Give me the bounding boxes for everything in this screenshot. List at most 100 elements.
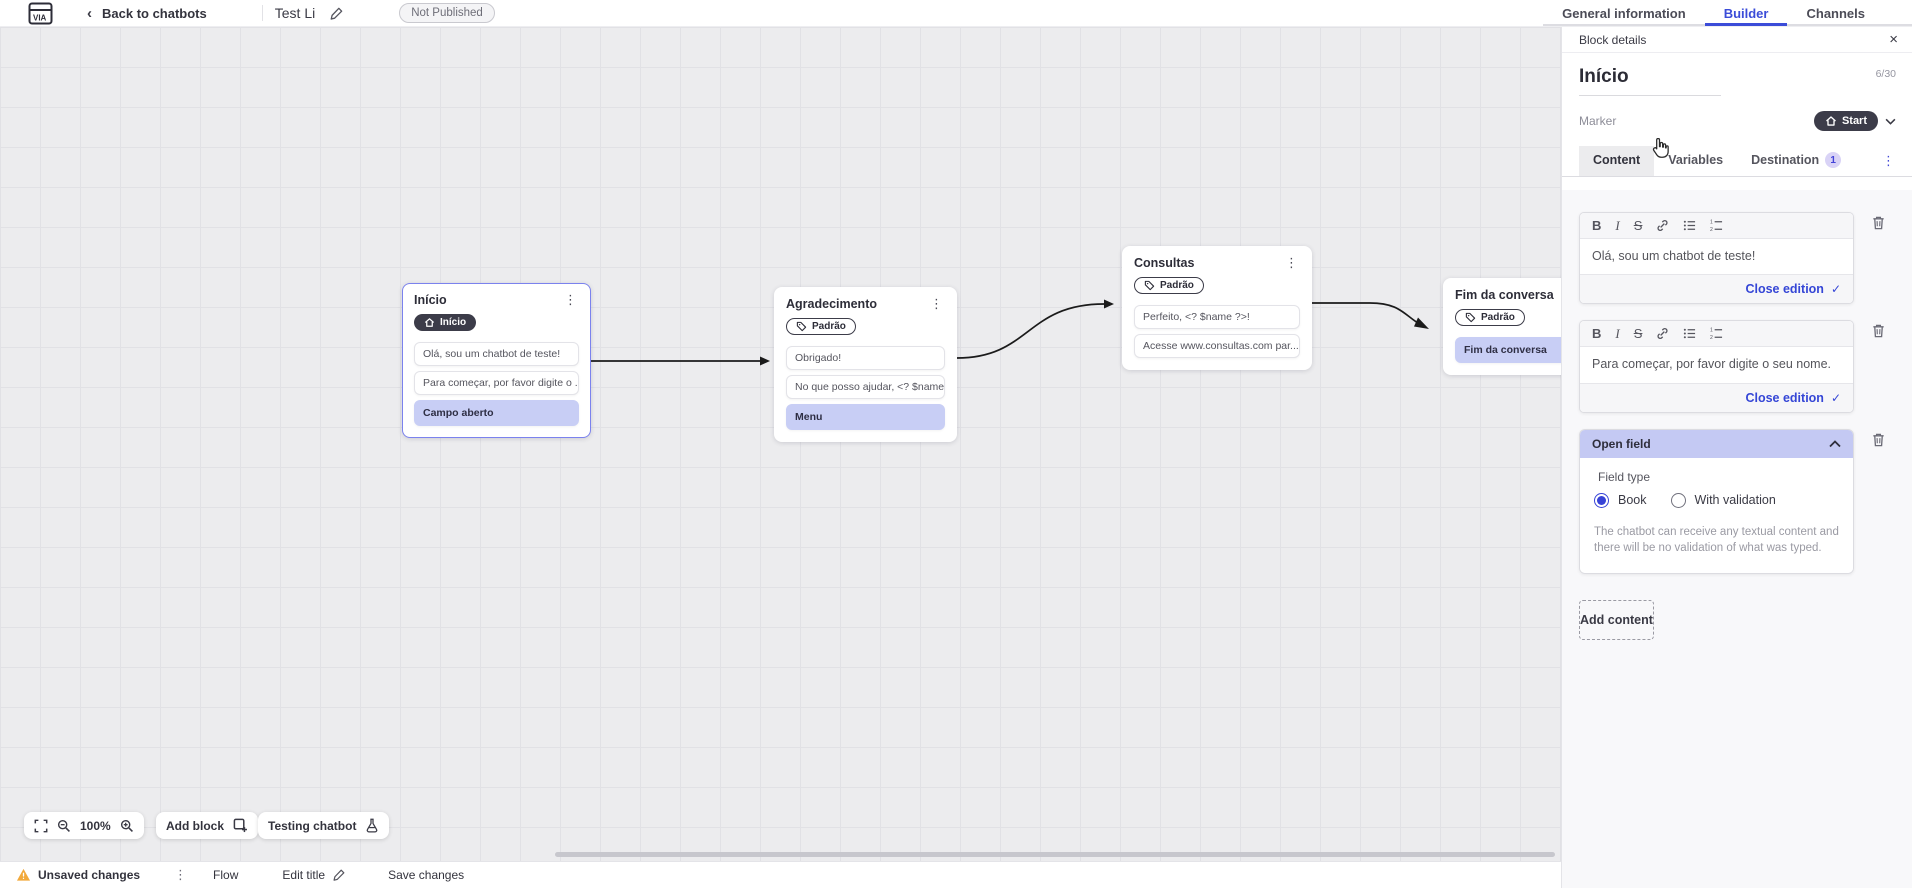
flow-block-consultas[interactable]: Consultas ⋮ Padrão Perfeito, <? $name ?>…	[1122, 246, 1312, 370]
radio-unselected-icon[interactable]	[1670, 492, 1686, 508]
close-icon[interactable]: ×	[1889, 31, 1898, 48]
edit-title-button[interactable]: Edit title	[282, 868, 346, 882]
marker-select[interactable]: Start	[1813, 111, 1896, 131]
tag-icon	[1144, 280, 1155, 291]
start-marker-pill: Início	[414, 314, 477, 331]
block-row-message[interactable]: Olá, sou um chatbot de teste!	[414, 342, 579, 366]
flow-block-fim-da-conversa[interactable]: Fim da conversa Padrão Fim da conversa	[1443, 278, 1561, 375]
flow-canvas[interactable]: Início ⋮ Início Olá, sou um chatbot de t…	[0, 27, 1561, 861]
radio-book[interactable]: Book	[1594, 492, 1647, 508]
flow-block-agradecimento[interactable]: Agradecimento ⋮ Padrão Obrigado! No que …	[774, 287, 957, 442]
block-row-end[interactable]: Fim da conversa	[1455, 337, 1561, 363]
delete-content-icon[interactable]	[1860, 215, 1896, 231]
strikethrough-icon[interactable]: S	[1633, 218, 1643, 233]
warning-icon	[16, 868, 31, 881]
block-row-message[interactable]: Acesse www.consultas.com par...	[1134, 334, 1300, 358]
radio-with-validation[interactable]: With validation	[1670, 492, 1776, 508]
block-menu-icon[interactable]: ⋮	[564, 292, 577, 307]
tab-destination[interactable]: Destination 1	[1737, 145, 1855, 177]
svg-text:1: 1	[1710, 328, 1713, 334]
tab-builder[interactable]: Builder	[1705, 0, 1788, 26]
block-rows: Olá, sou um chatbot de teste! Para começ…	[414, 342, 579, 426]
panel-menu-icon[interactable]: ⋮	[1882, 153, 1895, 168]
zoom-out-icon[interactable]	[57, 819, 71, 833]
block-title-input[interactable]: Início	[1579, 66, 1721, 96]
bold-icon[interactable]: B	[1592, 326, 1602, 342]
marker-label: Padrão	[1160, 280, 1194, 291]
flask-icon	[365, 818, 379, 833]
add-block-label: Add block	[166, 818, 225, 833]
start-marker-pill: Start	[1813, 111, 1878, 131]
block-title: Consultas	[1134, 256, 1195, 270]
open-field-header[interactable]: Open field	[1580, 429, 1853, 458]
home-icon	[1825, 116, 1836, 126]
block-rows: Fim da conversa	[1455, 337, 1561, 363]
radio-selected-icon[interactable]	[1594, 492, 1609, 508]
testing-chatbot-button[interactable]: Testing chatbot	[258, 812, 390, 839]
block-row-open-field[interactable]: Campo aberto	[414, 400, 579, 426]
default-marker-pill: Padrão	[786, 318, 856, 335]
edit-title-icon[interactable]	[329, 6, 344, 21]
bold-icon[interactable]: B	[1592, 218, 1602, 233]
block-row-message[interactable]: Para começar, por favor digite o ...	[414, 371, 579, 395]
radio-with-validation-label: With validation	[1694, 493, 1776, 508]
field-type-label: Field type	[1598, 469, 1651, 484]
block-details-panel: Block details × Início 6/30 Marker Start…	[1561, 27, 1912, 888]
tab-channels[interactable]: Channels	[1806, 5, 1865, 21]
block-menu-icon[interactable]: ⋮	[1285, 255, 1298, 270]
close-edition-button[interactable]: Close edition	[1745, 390, 1824, 405]
app-logo-icon: VIA	[28, 2, 53, 24]
link-icon[interactable]	[1656, 327, 1669, 340]
marker-value: Start	[1841, 115, 1867, 127]
link-icon[interactable]	[1656, 219, 1669, 232]
add-content-button[interactable]: Add content	[1579, 600, 1654, 641]
add-block-button[interactable]: Add block	[156, 812, 259, 839]
field-type-options: Book With validation	[1594, 492, 1839, 508]
save-changes-button[interactable]: Save changes	[388, 868, 465, 882]
flow-button[interactable]: Flow	[213, 868, 239, 882]
bullet-list-icon[interactable]	[1683, 219, 1696, 232]
svg-text:2: 2	[1710, 335, 1713, 340]
block-row-message[interactable]: Obrigado!	[786, 346, 945, 370]
block-rows: Perfeito, <? $name ?>! Acesse www.consul…	[1134, 305, 1300, 358]
statusbar-menu-icon[interactable]: ⋮	[174, 867, 188, 882]
block-row-message[interactable]: No que posso ajudar, <? $name ...	[786, 375, 945, 399]
close-edition-button[interactable]: Close edition	[1745, 282, 1824, 297]
unsaved-changes-status: Unsaved changes	[16, 868, 140, 882]
block-menu-icon[interactable]: ⋮	[930, 296, 943, 311]
fit-view-icon[interactable]	[34, 819, 48, 833]
svg-text:2: 2	[1710, 227, 1713, 232]
delete-content-icon[interactable]	[1860, 323, 1896, 339]
chatbot-title[interactable]: Test Li	[274, 5, 316, 21]
app-logo[interactable]: VIA	[28, 2, 53, 25]
marker-label: Padrão	[812, 321, 846, 332]
chevron-up-icon	[1829, 439, 1841, 447]
editor-text[interactable]: Olá, sou um chatbot de teste!	[1592, 249, 1756, 263]
flow-block-inicio[interactable]: Início ⋮ Início Olá, sou um chatbot de t…	[402, 283, 591, 438]
bullet-list-icon[interactable]	[1683, 327, 1696, 340]
zoom-in-icon[interactable]	[120, 819, 134, 833]
back-to-chatbots-button[interactable]: ‹ Back to chatbots	[87, 6, 207, 21]
publish-status-badge: Not Published	[399, 3, 495, 23]
flow-edges	[591, 299, 1429, 366]
unsaved-changes-label: Unsaved changes	[38, 868, 141, 882]
canvas-horizontal-scrollbar[interactable]	[555, 852, 1555, 857]
block-header: Consultas ⋮	[1134, 256, 1300, 270]
open-field-body: Field type Book With validation The chat…	[1580, 457, 1853, 574]
editor-text[interactable]: Para começar, por favor digite o seu nom…	[1592, 357, 1832, 372]
back-label: Back to chatbots	[102, 5, 207, 21]
delete-content-icon[interactable]	[1860, 432, 1896, 448]
tab-general-information[interactable]: General information	[1562, 5, 1686, 21]
italic-icon[interactable]: I	[1615, 218, 1620, 233]
italic-icon[interactable]: I	[1615, 326, 1620, 342]
strikethrough-icon[interactable]: S	[1633, 326, 1643, 342]
block-row-message[interactable]: Perfeito, <? $name ?>!	[1134, 305, 1300, 329]
tab-content[interactable]: Content	[1579, 146, 1655, 176]
block-row-menu[interactable]: Menu	[786, 404, 945, 430]
tab-variables[interactable]: Variables	[1668, 153, 1724, 167]
block-header: Início ⋮	[414, 293, 579, 307]
